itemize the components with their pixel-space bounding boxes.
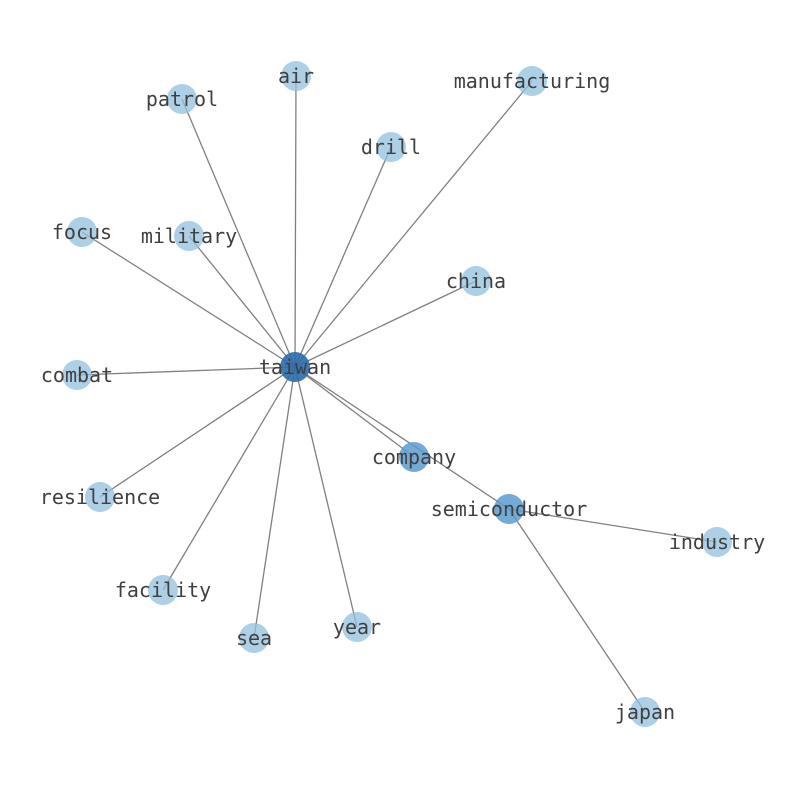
node-label-military: military — [141, 224, 237, 248]
node-label-manufacturing: manufacturing — [454, 69, 611, 93]
node-air[interactable] — [281, 61, 311, 91]
edge-taiwan-year — [294, 366, 358, 628]
node-label-combat: combat — [41, 363, 113, 387]
edge-taiwan-facility — [162, 366, 296, 591]
edge-taiwan-china — [294, 280, 477, 368]
node-layer — [62, 61, 732, 727]
node-label-company: company — [372, 445, 456, 469]
node-china[interactable] — [461, 266, 491, 296]
edge-taiwan-focus — [81, 231, 296, 368]
edge-taiwan-semiconductor — [294, 366, 510, 510]
node-resilience[interactable] — [85, 482, 115, 512]
node-label-japan: japan — [615, 700, 675, 724]
node-label-air: air — [278, 64, 314, 88]
node-label-resilience: resilience — [40, 485, 160, 509]
edge-taiwan-air — [294, 75, 297, 368]
edge-taiwan-sea — [253, 366, 296, 639]
edge-layer — [76, 75, 718, 713]
node-company[interactable] — [399, 442, 429, 472]
edge-taiwan-patrol — [181, 98, 296, 368]
node-label-industry: industry — [669, 530, 765, 554]
node-sea[interactable] — [239, 623, 269, 653]
node-taiwan[interactable] — [280, 352, 310, 382]
edge-taiwan-military — [188, 235, 296, 368]
node-focus[interactable] — [67, 217, 97, 247]
node-semiconductor[interactable] — [494, 494, 524, 524]
edge-taiwan-manufacturing — [294, 80, 533, 368]
label-layer: taiwan semiconductor company air patrol manuf… — [40, 64, 765, 724]
node-label-focus: focus — [52, 220, 112, 244]
node-label-drill: drill — [361, 135, 421, 159]
node-industry[interactable] — [702, 527, 732, 557]
node-label-semiconductor: semiconductor — [431, 497, 588, 521]
node-patrol[interactable] — [167, 84, 197, 114]
node-drill[interactable] — [376, 132, 406, 162]
node-label-china: china — [446, 269, 506, 293]
edge-taiwan-drill — [294, 146, 392, 368]
edge-taiwan-resilience — [99, 366, 296, 498]
node-manufacturing[interactable] — [517, 66, 547, 96]
node-label-facility: facility — [115, 578, 211, 602]
edge-semiconductor-japan — [508, 508, 646, 713]
edge-taiwan-combat — [76, 366, 296, 376]
node-label-year: year — [333, 615, 381, 639]
node-label-patrol: patrol — [146, 87, 218, 111]
edge-taiwan-company — [294, 366, 415, 458]
node-facility[interactable] — [148, 575, 178, 605]
edge-semiconductor-industry — [508, 508, 718, 543]
node-label-taiwan: taiwan — [259, 355, 331, 379]
node-combat[interactable] — [62, 360, 92, 390]
node-label-sea: sea — [236, 626, 272, 650]
node-military[interactable] — [174, 221, 204, 251]
node-japan[interactable] — [630, 697, 660, 727]
node-year[interactable] — [342, 612, 372, 642]
